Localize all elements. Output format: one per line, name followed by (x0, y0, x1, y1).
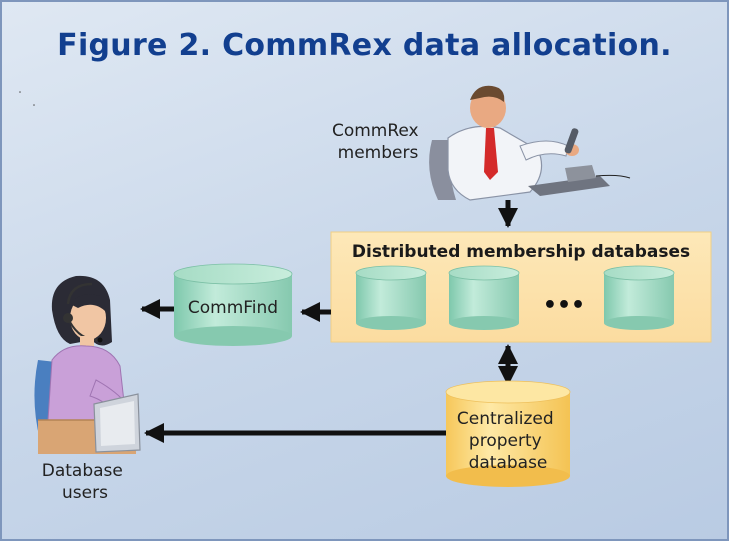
stray-dot (19, 91, 21, 93)
centralized-property-database: Centralized property database (445, 380, 571, 487)
distributed-databases-panel: Distributed membership databases ••• (330, 231, 712, 343)
commfind-label: CommFind (188, 298, 278, 318)
membership-database-cylinder (603, 265, 675, 330)
membership-database-cylinder (448, 265, 520, 330)
centralized-database-label: Centralized property database (457, 409, 559, 473)
ellipsis-more-databases: ••• (543, 293, 585, 318)
membership-database-cylinder (355, 265, 427, 330)
figure-title: Figure 2. CommRex data allocation. (57, 28, 672, 63)
stray-dot (33, 104, 35, 106)
commrex-members-label: CommRex members (332, 121, 424, 163)
distributed-databases-label: Distributed membership databases (352, 242, 690, 262)
businessman-on-phone-icon (429, 85, 631, 201)
database-users-label: Database users (42, 461, 129, 503)
commfind-database: CommFind (173, 263, 293, 346)
operator-with-headset-icon (34, 275, 141, 454)
